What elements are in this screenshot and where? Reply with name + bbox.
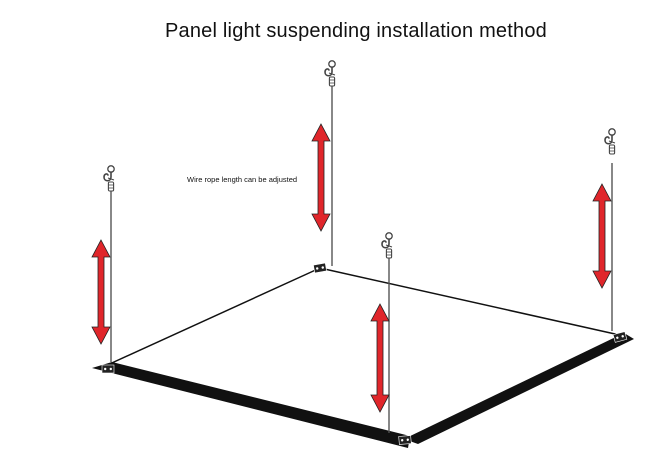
panel-frame [92, 262, 634, 448]
ceiling-hook-icon [604, 128, 617, 155]
ceiling-hook-icon [381, 232, 394, 259]
double-arrow-icon [91, 239, 111, 345]
double-arrow-icon [592, 183, 612, 289]
annotation-text: Wire rope length can be adjusted [187, 175, 297, 184]
wire-ropes [110, 86, 613, 433]
adjustment-arrows [91, 123, 612, 413]
ceiling-hook-icon [324, 59, 337, 87]
ceiling-hooks [103, 59, 617, 259]
double-arrow-icon [370, 303, 390, 413]
double-arrow-icon [311, 123, 331, 232]
ceiling-hook-icon [103, 165, 115, 192]
diagram-title: Panel light suspending installation meth… [165, 20, 547, 42]
